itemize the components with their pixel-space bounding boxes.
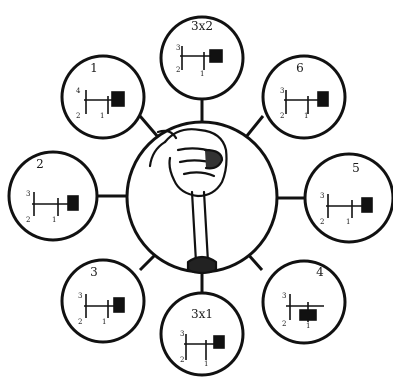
svg-text:1: 1 [304, 112, 308, 120]
svg-text:1: 1 [306, 322, 310, 330]
svg-text:3: 3 [282, 292, 286, 300]
position-4: 4 3 2 1 [263, 261, 345, 343]
svg-text:2: 2 [76, 112, 80, 120]
svg-text:2: 2 [176, 66, 180, 74]
svg-text:3: 3 [320, 192, 324, 200]
svg-text:3: 3 [280, 87, 284, 95]
position-label: 2 [36, 157, 44, 171]
svg-text:1: 1 [102, 318, 106, 326]
svg-text:3: 3 [26, 190, 30, 198]
svg-text:1: 1 [346, 218, 350, 226]
svg-text:2: 2 [78, 318, 82, 326]
position-3: 3 3 2 1 [62, 260, 144, 342]
position-label: 6 [296, 61, 304, 75]
svg-text:3: 3 [78, 292, 82, 300]
svg-text:1: 1 [204, 360, 208, 368]
position-label: 5 [352, 161, 360, 175]
svg-text:1: 1 [200, 70, 204, 78]
svg-text:2: 2 [180, 356, 184, 364]
position-1: 1 4 2 1 [62, 56, 144, 138]
position-label: 1 [90, 61, 98, 75]
svg-text:2: 2 [26, 216, 30, 224]
position-3x1: 3x1 3 2 1 [161, 293, 243, 375]
position-label: 4 [316, 265, 324, 279]
position-label: 3 [90, 265, 98, 279]
position-label: 3x1 [191, 307, 213, 321]
svg-text:3: 3 [176, 44, 180, 52]
center-hub [127, 122, 277, 273]
svg-text:2: 2 [280, 112, 284, 120]
position-3x2: 3x2 3 2 1 [161, 17, 243, 99]
svg-text:3: 3 [180, 330, 184, 338]
position-6: 6 3 2 1 [263, 56, 345, 138]
svg-text:2: 2 [282, 320, 286, 328]
svg-text:1: 1 [100, 112, 104, 120]
svg-text:1: 1 [52, 216, 56, 224]
svg-text:2: 2 [320, 218, 324, 226]
svg-text:4: 4 [76, 87, 81, 95]
position-2: 2 3 2 1 [9, 152, 97, 240]
position-label: 3x2 [191, 19, 213, 33]
position-5: 5 3 2 1 [305, 154, 393, 242]
